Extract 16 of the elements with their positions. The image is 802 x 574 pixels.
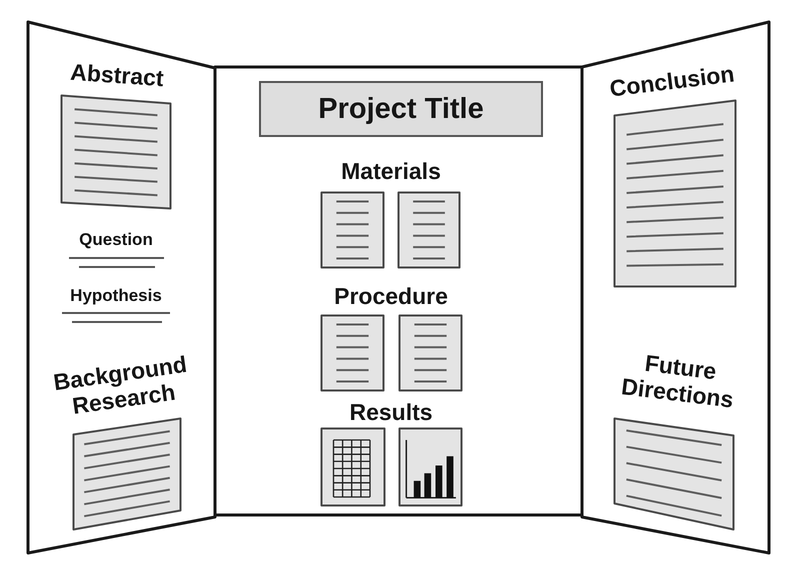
document-sheet: [398, 314, 462, 392]
section-heading: Future Directions: [619, 348, 736, 416]
title-banner: Project Title: [259, 81, 543, 137]
section-heading: Question: [78, 230, 154, 250]
section-heading: Background Research: [50, 350, 190, 422]
section-heading: Results: [348, 399, 434, 426]
section-heading: Procedure: [333, 283, 449, 310]
document-sheet: [396, 190, 460, 268]
section-heading: Hypothesis: [69, 286, 163, 306]
data-table-sheet: [320, 426, 386, 506]
section-heading: Abstract: [68, 58, 166, 93]
section-heading: Materials: [340, 158, 442, 184]
document-sheet: [320, 190, 384, 268]
bar-chart-sheet: [398, 426, 462, 506]
section-heading: Conclusion: [607, 59, 737, 104]
document-sheet: [320, 314, 384, 392]
